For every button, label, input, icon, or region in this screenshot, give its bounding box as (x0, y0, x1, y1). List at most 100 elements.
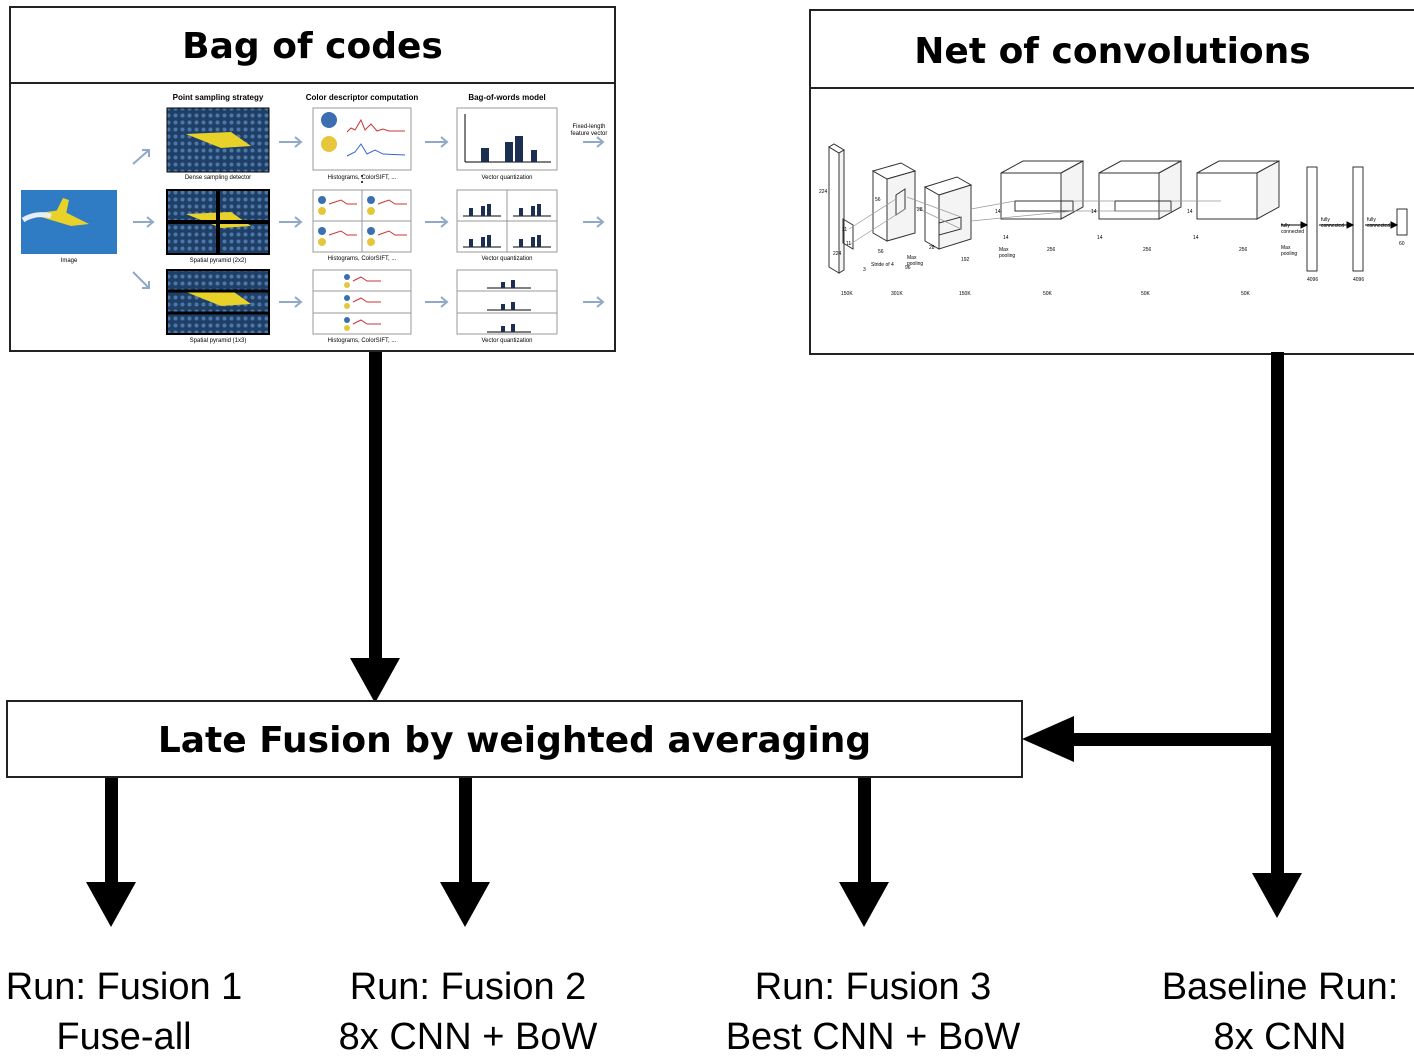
pyramid-2x2-image (166, 189, 270, 255)
size-50a: 50K (1043, 291, 1053, 297)
size-50b: 50K (1141, 291, 1151, 297)
run-baseline-desc: 8x CNN (1213, 1016, 1347, 1058)
branch-arrows (132, 149, 155, 289)
run-fusion-3-title: Run: Fusion 3 (754, 966, 992, 1008)
stride-label: Stride of 4 (871, 262, 894, 268)
net-down-arrow-shaft (1271, 352, 1284, 884)
run-baseline-title: Baseline Run: (1161, 966, 1399, 1008)
size-150a: 150K (841, 291, 853, 297)
size-50c: 50K (1241, 291, 1251, 297)
dim-192: 192 (961, 257, 970, 263)
run-fusion-3: Run: Fusion 3 Best CNN + BoW (700, 962, 1046, 1062)
fc2-label: fully (1321, 217, 1330, 223)
dim-14c: 14 (1091, 209, 1097, 215)
cnn-architecture-figure: 224 224 3 11 11 56 56 Stride of 4 96 28 … (819, 143, 1408, 297)
maxpool2b-label: pooling (999, 253, 1015, 259)
dim-14b: 14 (1003, 235, 1009, 241)
run-fusion-1-desc: Fuse-all (56, 1016, 192, 1058)
descriptor-dense (312, 107, 412, 183)
dim-28a: 28 (917, 207, 923, 213)
descriptor-2x2 (312, 189, 412, 253)
size-150b: 150K (959, 291, 971, 297)
vq-label-3: Vector quantization (481, 338, 532, 344)
dim-14e: 14 (1187, 209, 1193, 215)
fusion-run1-arrow-head (86, 882, 136, 927)
pyramid-2x2-label: Spatial pyramid (2x2) (190, 258, 247, 264)
col-header-sampling: Point sampling strategy (173, 93, 264, 102)
fc1b-label: connected (1281, 229, 1304, 235)
dim-96: 96 (905, 265, 911, 271)
fc3b-label: connected (1367, 223, 1390, 229)
bow-pipeline-figure: Point sampling strategy Color descriptor… (21, 93, 608, 344)
dim-224a: 224 (819, 189, 828, 195)
vq-label-1: Vector quantization (481, 175, 532, 181)
dim-256a: 256 (1047, 247, 1056, 253)
bag-to-fusion-arrow-head (350, 658, 400, 703)
run-fusion-1: Run: Fusion 1 Fuse-all (0, 962, 258, 1062)
late-fusion-box: Late Fusion by weighted averaging (6, 700, 1023, 778)
dim-256c: 256 (1239, 247, 1248, 253)
dim-4096b: 4096 (1353, 277, 1364, 283)
input-image (21, 190, 117, 254)
descriptor-1x3 (312, 269, 412, 335)
dim-3: 3 (863, 267, 866, 273)
fusion-run1-arrow-shaft (105, 778, 118, 888)
bow-histogram-dense (456, 107, 558, 171)
fc1-label: fully (1281, 223, 1290, 229)
col-header-descriptor: Color descriptor computation (306, 93, 419, 102)
dim-4096a: 4096 (1307, 277, 1318, 283)
vq-label-2: Vector quantization (481, 256, 532, 262)
col-header-bow: Bag-of-words model (468, 93, 545, 102)
dim-28b: 28 (929, 245, 935, 251)
maxpool3-label: Max (1281, 245, 1291, 251)
pyramid-1x3-image (166, 269, 270, 335)
image-label: Image (61, 258, 78, 264)
dim-224b: 224 (833, 251, 842, 257)
dense-sampling-image (166, 107, 270, 173)
cnn-architecture-panel: 224 224 3 11 11 56 56 Stride of 4 96 28 … (809, 89, 1414, 355)
hist-label-2: Histograms, ColorSIFT, ... (328, 256, 397, 262)
net-to-fusion-arrow-head (1022, 716, 1074, 762)
feature-vector-label: feature vector (571, 131, 608, 137)
dim-14f: 14 (1193, 235, 1199, 241)
fusion-run3-arrow-head (839, 882, 889, 927)
maxpool1-label: Max (907, 255, 917, 261)
dim-14d: 14 (1097, 235, 1103, 241)
dim-14a: 14 (995, 209, 1001, 215)
maxpool2-label: Max (999, 247, 1009, 253)
dim-11b: 11 (846, 241, 851, 247)
descriptor-arrows (279, 136, 605, 308)
run-fusion-2-title: Run: Fusion 2 (349, 966, 587, 1008)
bow-histogram-1x3 (456, 269, 558, 335)
bag-to-fusion-arrow-shaft (369, 352, 382, 670)
fusion-run3-arrow-shaft (858, 778, 871, 888)
hist-label-3: Histograms, ColorSIFT, ... (328, 338, 397, 344)
dim-11a: 11 (842, 227, 847, 233)
bag-of-codes-title-box: Bag of codes (9, 6, 616, 84)
run-baseline: Baseline Run: 8x CNN (1146, 962, 1414, 1062)
dim-256b: 256 (1143, 247, 1152, 253)
fc3-label: fully (1367, 217, 1376, 223)
run-fusion-1-title: Run: Fusion 1 (5, 966, 243, 1008)
dense-label: Dense sampling detector (185, 175, 251, 181)
net-of-convolutions-title-box: Net of convolutions (809, 9, 1414, 89)
hist-label-1: Histograms, ColorSIFT, ... (328, 175, 397, 181)
net-of-convolutions-title: Net of convolutions (914, 31, 1311, 72)
net-down-arrow-head (1252, 873, 1302, 918)
pyramid-1x3-label: Spatial pyramid (1x3) (190, 338, 247, 344)
bow-histogram-2x2 (456, 189, 558, 253)
dim-56b: 56 (878, 249, 884, 255)
bag-of-codes-pipeline: Point sampling strategy Color descriptor… (9, 84, 616, 352)
bag-of-codes-title: Bag of codes (182, 26, 443, 67)
fusion-run2-arrow-shaft (459, 778, 472, 888)
dim-60: 60 (1399, 241, 1405, 247)
maxpool3b-label: pooling (1281, 251, 1297, 257)
size-301: 301K (891, 291, 903, 297)
fixed-length-label: Fixed-length (572, 124, 605, 130)
dim-56a: 56 (875, 197, 881, 203)
run-fusion-2-desc: 8x CNN + BoW (338, 1016, 598, 1058)
fc2b-label: connected (1321, 223, 1344, 229)
net-to-fusion-arrow-shaft (1072, 733, 1284, 746)
run-fusion-3-desc: Best CNN + BoW (725, 1016, 1021, 1058)
late-fusion-title: Late Fusion by weighted averaging (157, 720, 872, 761)
